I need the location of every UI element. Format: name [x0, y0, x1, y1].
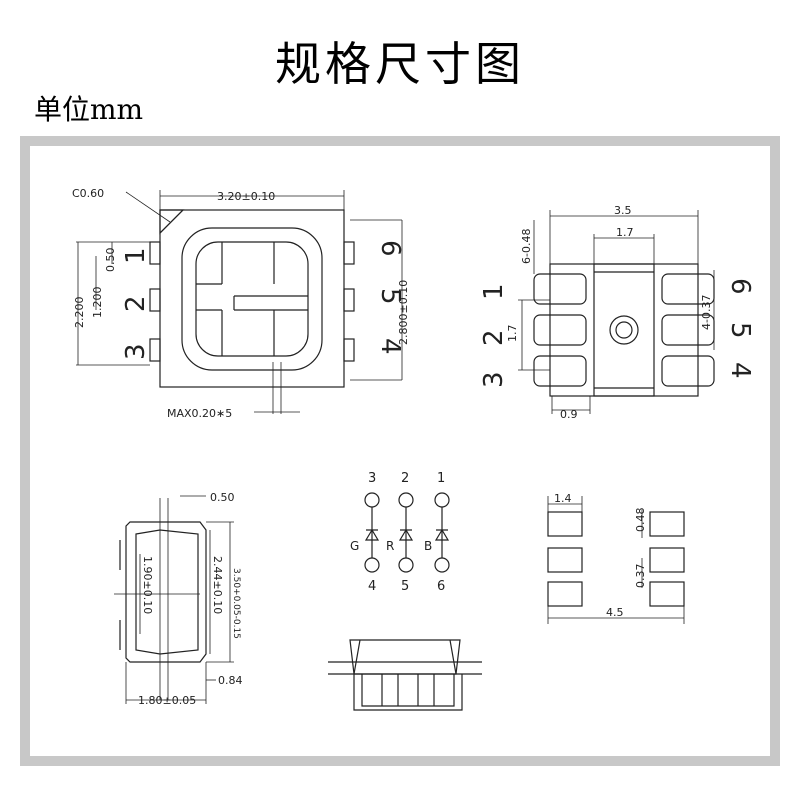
side-overall-dim: 3.50+0.05-0.15 [231, 568, 241, 639]
circuit-label-g: G [350, 539, 359, 553]
bottom-pin-2: 2 [479, 329, 509, 346]
bottom-pin-1: 1 [479, 283, 509, 300]
top-pin-3: 3 [121, 343, 151, 360]
top-left-span-dim: 2.200 [73, 297, 86, 329]
top-width-dim: 3.20±0.10 [217, 190, 275, 203]
front-view [328, 639, 482, 711]
bottom-pad-ext-dim: 0.9 [560, 408, 578, 421]
bottom-view: 3.5 1.7 6-0.48 4-0.37 1.7 0.9 1 2 3 6 5 … [479, 204, 755, 421]
pads-len-dim: 0.48 [634, 508, 647, 533]
pads-gap-dim: 0.37 [634, 564, 647, 589]
bottom-pin-4: 4 [725, 362, 755, 379]
top-view: 3.20±0.10 C0.60 2.800±0.10 2.200 1.200 0… [72, 187, 410, 420]
top-pin-4: 4 [375, 338, 405, 355]
page-title: 规格尺寸图 [275, 37, 525, 91]
drawing-frame: 3.20±0.10 C0.60 2.800±0.10 2.200 1.200 0… [20, 136, 780, 766]
circuit-bottom-pin-6: 6 [437, 579, 445, 594]
pads-total-dim: 4.5 [606, 606, 624, 619]
top-pitch-dim: 1.200 [91, 287, 104, 319]
circuit-label-b: B [424, 539, 432, 553]
circuit-top-pin-1: 1 [437, 471, 445, 486]
top-pin-1: 1 [121, 247, 151, 264]
bottom-pin-3: 3 [479, 371, 509, 388]
side-mid-dim: 2.44±0.10 [211, 556, 224, 614]
circuit-label-r: R [386, 539, 394, 553]
side-top-dim: 0.50 [210, 491, 235, 504]
dimension-drawing: 3.20±0.10 C0.60 2.800±0.10 2.200 1.200 0… [72, 187, 755, 711]
circuit-diagram: 3 2 1 G R B 4 5 6 [350, 471, 450, 594]
side-inner-dim: 1.90±0.10 [141, 556, 154, 614]
circuit-top-pin-2: 2 [401, 471, 409, 486]
pad-layout: 1.4 0.48 0.37 4.5 [547, 492, 685, 624]
top-pin-2: 2 [121, 295, 151, 312]
circuit-bottom-pin-4: 4 [368, 579, 376, 594]
top-pad-width-dim: 0.50 [104, 248, 117, 273]
bottom-pitch-dim: 1.7 [506, 325, 519, 343]
top-gap-dim: MAX0.20∗5 [167, 407, 232, 420]
bottom-center-dim: 1.7 [616, 226, 634, 239]
circuit-top-pin-3: 3 [368, 471, 376, 486]
side-base-dim: 1.80±0.05 [138, 694, 196, 707]
top-pin-5: 5 [375, 288, 405, 305]
top-chamfer-dim: C0.60 [72, 187, 104, 200]
circuit-bottom-pin-5: 5 [401, 579, 409, 594]
side-view: 0.50 1.90±0.10 2.44±0.10 3.50+0.05-0.15 … [114, 491, 243, 707]
pads-width-dim: 1.4 [554, 492, 572, 505]
unit-label: 单位mm [34, 93, 144, 126]
bottom-pin-6: 6 [725, 278, 755, 295]
bottom-pad-len-dim: 6-0.48 [520, 229, 533, 264]
bottom-total-dim: 3.5 [614, 204, 632, 217]
top-height-dim: 2.800±0.10 [397, 280, 410, 345]
top-pin-6: 6 [375, 240, 405, 257]
side-lead-dim: 0.84 [218, 674, 243, 687]
bottom-pin-5: 5 [725, 322, 755, 339]
bottom-pad-gap-dim: 4-0.37 [700, 295, 713, 330]
